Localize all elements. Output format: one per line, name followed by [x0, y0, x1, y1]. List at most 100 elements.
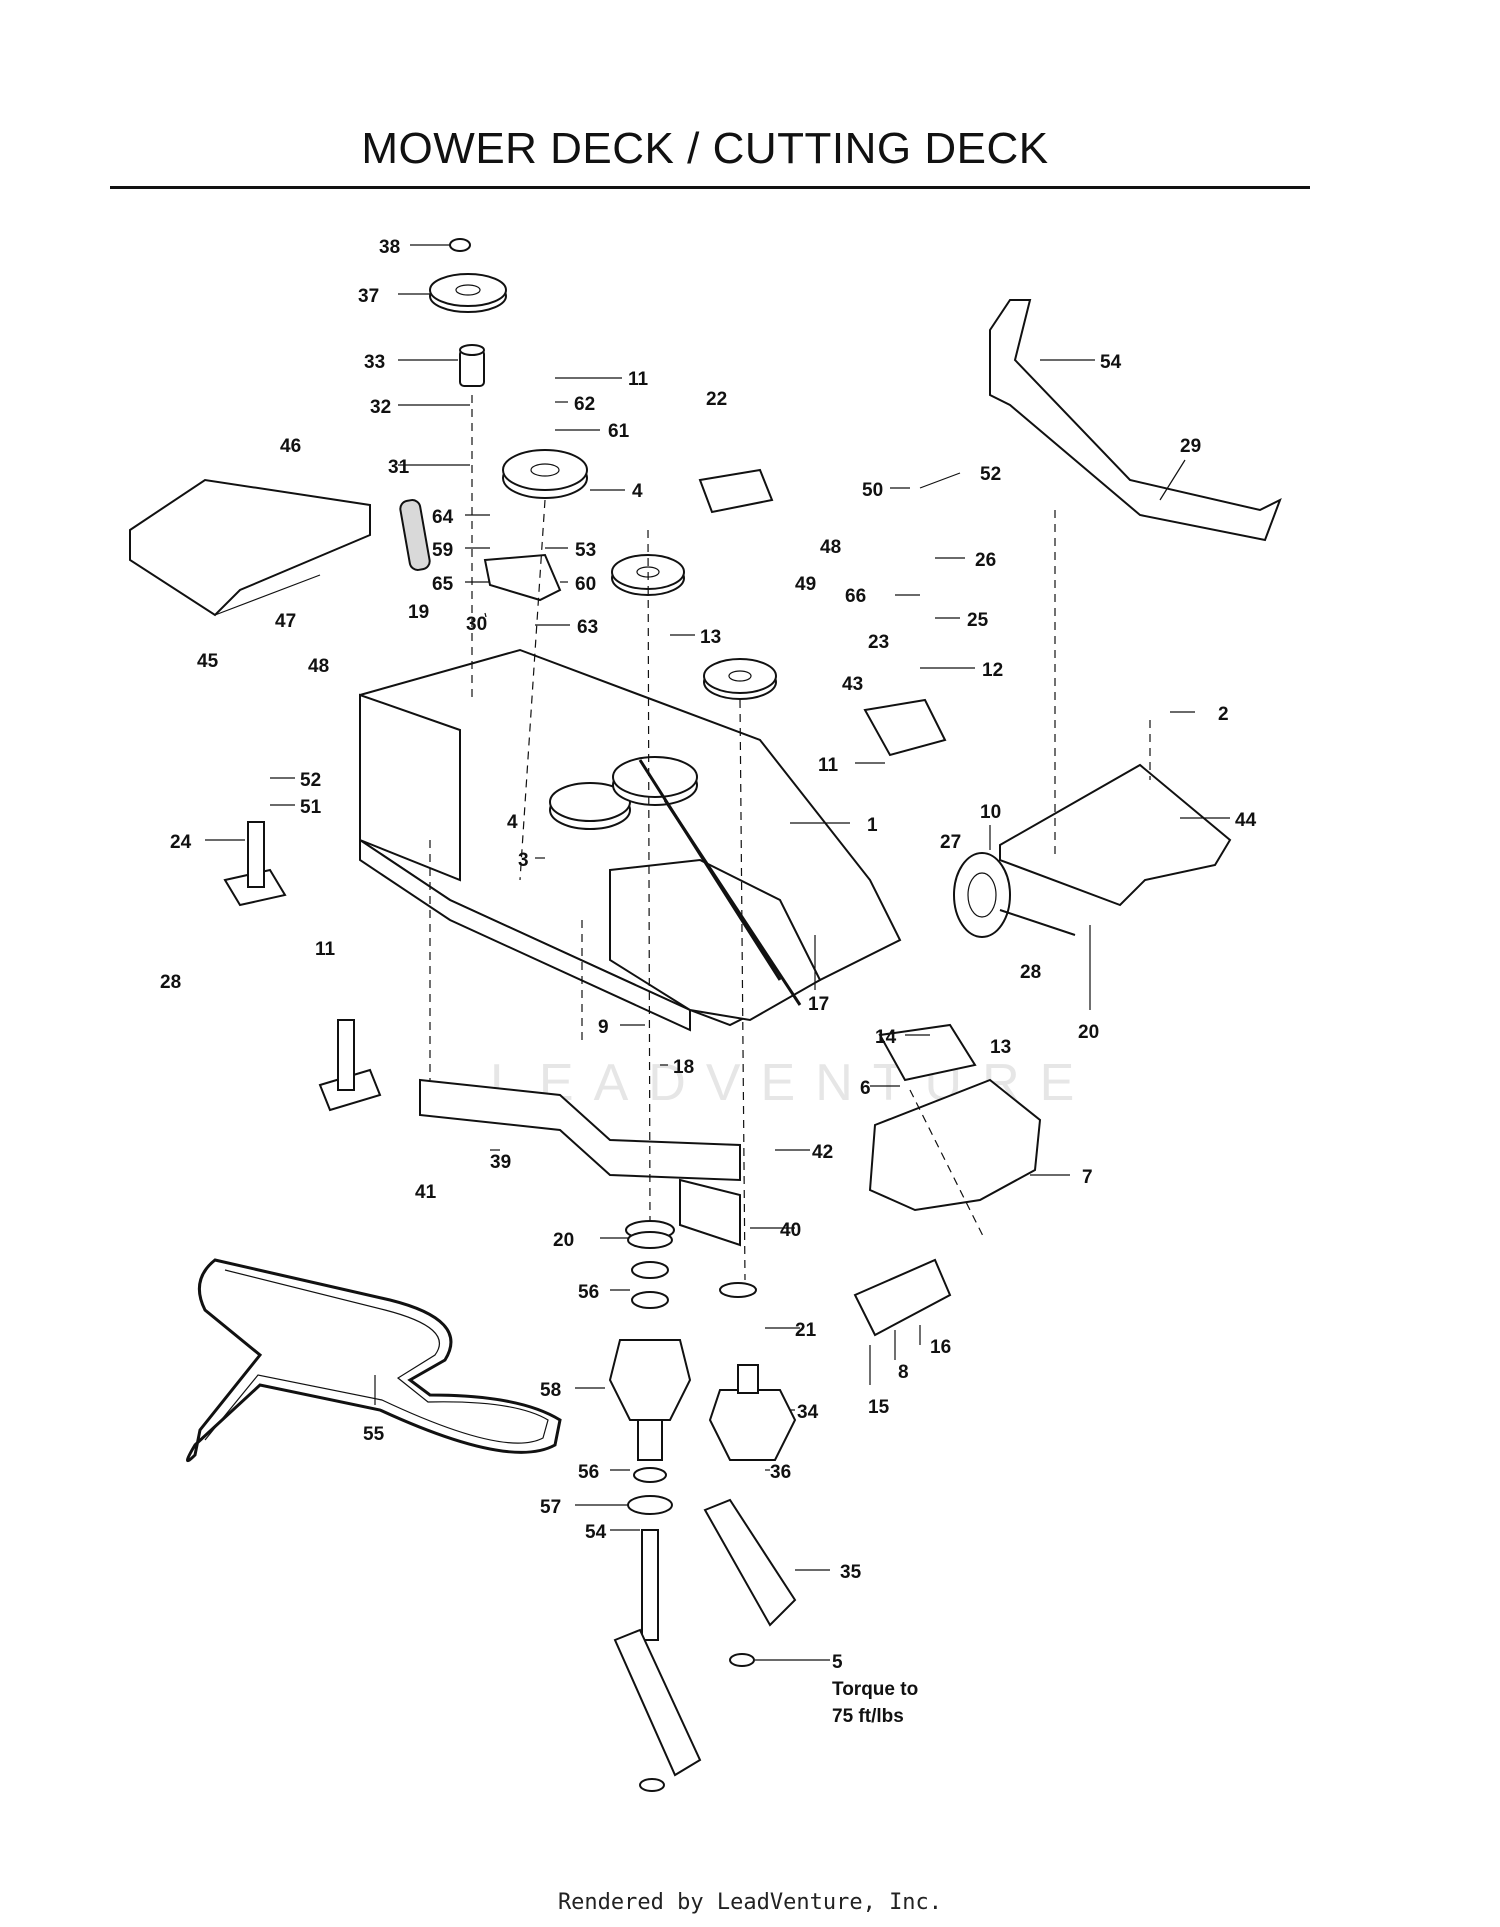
callout-43: 43 — [842, 674, 863, 695]
bracket-22 — [698, 468, 774, 514]
deck-front-skirt — [359, 838, 691, 1032]
callout-35: 35 — [840, 1562, 862, 1583]
callout-61: 61 — [608, 421, 630, 442]
callout-6: 6 — [860, 1078, 871, 1099]
callout-30: 30 — [466, 614, 487, 635]
callout-48-left: 48 — [308, 656, 329, 677]
callout-50: 50 — [862, 480, 883, 501]
callout-5: 5 — [832, 1652, 843, 1673]
callout-11-left: 11 — [315, 939, 336, 960]
callout-39: 39 — [490, 1152, 511, 1173]
callout-20-center: 20 — [553, 1230, 574, 1251]
callout-17: 17 — [808, 994, 829, 1015]
callout-52-top: 52 — [980, 464, 1001, 485]
page-title: MOWER DECK / CUTTING DECK — [361, 124, 1049, 173]
spindle-34 — [708, 1364, 797, 1461]
callout-25: 25 — [967, 610, 989, 631]
callout-65: 65 — [432, 574, 454, 595]
callout-20-right: 20 — [1078, 1022, 1099, 1043]
pulley-right — [703, 658, 777, 700]
callout-31: 31 — [388, 457, 410, 478]
chute-bracket-6 — [878, 1023, 977, 1082]
torque-note-line1: Torque to — [832, 1679, 918, 1700]
callout-8: 8 — [898, 1362, 909, 1383]
deck-left-side — [359, 693, 461, 882]
callout-4-deck: 4 — [507, 812, 518, 833]
callout-28-left: 28 — [160, 972, 181, 993]
callout-40: 40 — [780, 1220, 801, 1241]
callout-23: 23 — [868, 632, 889, 653]
callout-22: 22 — [706, 389, 727, 410]
callout-54-bottom: 54 — [585, 1522, 607, 1543]
callout-7: 7 — [1082, 1167, 1093, 1188]
callout-36: 36 — [770, 1462, 791, 1483]
callout-54-top: 54 — [1100, 352, 1122, 373]
callout-14: 14 — [875, 1027, 897, 1048]
callout-64: 64 — [432, 507, 454, 528]
callout-66: 66 — [845, 586, 866, 607]
callout-labels: 38 37 33 32 31 11 62 61 4 64 59 65 53 60… — [160, 237, 1257, 1727]
callout-44: 44 — [1235, 810, 1257, 831]
left-deck-cover-plate — [129, 478, 371, 617]
callout-19: 19 — [408, 602, 429, 623]
callout-62: 62 — [574, 394, 595, 415]
callout-59: 59 — [432, 540, 453, 561]
callout-47: 47 — [275, 611, 296, 632]
callout-42: 42 — [812, 1142, 833, 1163]
callout-48-right: 48 — [820, 537, 841, 558]
pulley-top-37 — [429, 273, 507, 313]
spindle-assembly-58 — [608, 1220, 692, 1515]
callout-34: 34 — [797, 1402, 819, 1423]
drive-belt-55 — [186, 1258, 562, 1463]
callout-9: 9 — [598, 1017, 609, 1038]
callout-11-top: 11 — [628, 369, 649, 390]
callout-57: 57 — [540, 1497, 561, 1518]
callout-16: 16 — [930, 1337, 951, 1358]
gauge-wheel-10 — [953, 852, 1011, 938]
torque-note-line2: 75 ft/lbs — [832, 1706, 904, 1727]
callout-38: 38 — [379, 237, 400, 258]
callout-37: 37 — [358, 286, 379, 307]
callout-49: 49 — [795, 574, 816, 595]
idler-arm-60 — [483, 553, 562, 602]
callout-56-top: 56 — [578, 1282, 599, 1303]
blade-lower — [613, 1628, 702, 1777]
baffle-39 — [419, 1078, 741, 1182]
callout-28-right: 28 — [1020, 962, 1041, 983]
callout-52-left: 52 — [300, 770, 321, 791]
callout-26: 26 — [975, 550, 996, 571]
callout-63: 63 — [577, 617, 598, 638]
callout-45: 45 — [197, 651, 219, 672]
deck-drawing — [129, 238, 1282, 1792]
callout-41: 41 — [415, 1182, 437, 1203]
callout-55: 55 — [363, 1424, 385, 1445]
callout-10: 10 — [980, 802, 1001, 823]
blade-bolt-5 — [729, 1653, 755, 1667]
callout-2: 2 — [1218, 704, 1229, 725]
callout-60: 60 — [575, 574, 596, 595]
spring-19 — [399, 499, 431, 571]
baffle-40 — [679, 1178, 741, 1247]
callout-21: 21 — [795, 1320, 817, 1341]
footer-credit: Rendered by LeadVenture, Inc. — [557, 1890, 943, 1915]
callout-1: 1 — [867, 815, 878, 836]
spacer-33 — [459, 344, 485, 387]
callout-51: 51 — [300, 797, 322, 818]
title-rule — [110, 186, 1310, 189]
blade-35 — [703, 1498, 797, 1627]
callout-27: 27 — [940, 832, 961, 853]
callout-3: 3 — [518, 850, 529, 871]
callout-11-mid: 11 — [818, 755, 839, 776]
chute-bracket-8 — [853, 1258, 952, 1337]
callout-15: 15 — [868, 1397, 890, 1418]
callout-4-top: 4 — [632, 481, 643, 502]
washer-20 — [627, 1231, 673, 1249]
callout-56-bottom: 56 — [578, 1462, 599, 1483]
bracket-23 — [863, 698, 947, 757]
washer-21 — [719, 1282, 757, 1298]
deck-discharge-housing — [609, 858, 822, 1022]
callout-12: 12 — [982, 660, 1003, 681]
callout-13-top: 13 — [700, 627, 721, 648]
callout-33: 33 — [364, 352, 385, 373]
